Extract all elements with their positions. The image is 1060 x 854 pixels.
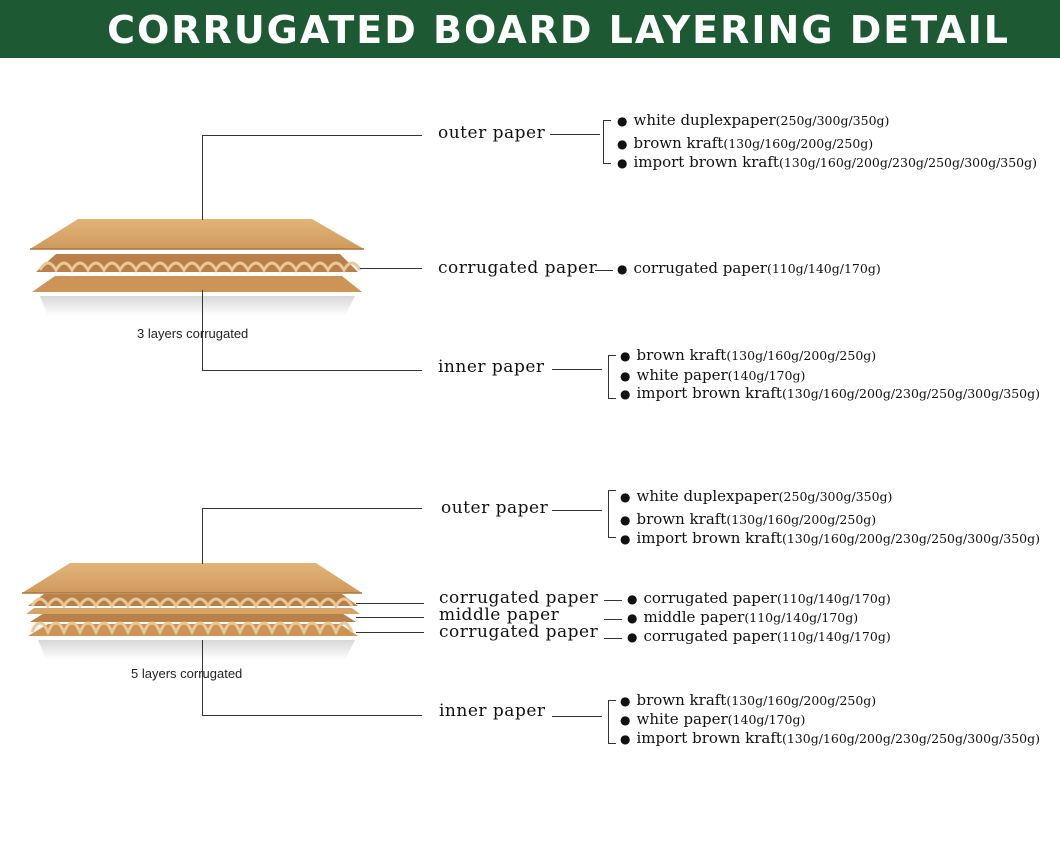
option-item: ●brown kraft(130g/160g/200g/250g) — [620, 691, 877, 709]
connector — [552, 716, 602, 717]
layer-label: middle paper — [439, 605, 560, 625]
bullet-icon: ● — [620, 369, 631, 383]
bullet-icon: ● — [620, 387, 631, 401]
connector — [604, 638, 622, 639]
flute-band-lower — [30, 612, 356, 622]
bullet-icon: ● — [620, 490, 631, 504]
option-item: ●corrugated paper(110g/140g/170g) — [627, 627, 891, 645]
layer-label: inner paper — [439, 701, 546, 721]
connector — [604, 600, 622, 601]
leader-line — [356, 603, 424, 604]
flute-wave-upper — [30, 597, 354, 610]
bullet-icon: ● — [617, 262, 628, 276]
option-item: ●import brown kraft(130g/160g/200g/230g/… — [620, 384, 1041, 402]
leader-line — [356, 632, 424, 633]
board-caption: 3 layers corrugated — [137, 326, 249, 341]
connector — [552, 510, 602, 511]
option-item: ●white paper(140g/170g) — [620, 366, 806, 384]
bullet-icon: ● — [620, 713, 631, 727]
leader-line — [202, 370, 422, 371]
board-5-layers — [22, 563, 362, 660]
bullet-icon: ● — [617, 114, 628, 128]
flute-band — [36, 254, 358, 272]
layer-label: outer paper — [438, 123, 546, 143]
leader-line — [202, 508, 422, 509]
leader-line — [202, 135, 422, 136]
bracket — [603, 120, 611, 121]
bracket — [608, 700, 616, 701]
bracket — [608, 743, 616, 744]
connector — [550, 134, 600, 135]
leader-line — [202, 715, 422, 716]
option-item: ●white duplexpaper(250g/300g/350g) — [617, 111, 890, 129]
connector — [595, 270, 613, 271]
option-item: ●white paper(140g/170g) — [620, 710, 806, 728]
bullet-icon: ● — [627, 592, 638, 606]
leader-line — [202, 290, 203, 371]
option-item: ●middle paper(110g/140g/170g) — [627, 608, 859, 626]
inner-liner — [32, 276, 362, 292]
option-item: ●import brown kraft(130g/160g/200g/230g/… — [617, 153, 1038, 171]
bullet-icon: ● — [620, 349, 631, 363]
leader-line — [202, 640, 203, 716]
option-item: ●import brown kraft(130g/160g/200g/230g/… — [620, 729, 1041, 747]
flute-wave-lower — [30, 621, 354, 636]
bullet-icon: ● — [617, 137, 628, 151]
connector — [604, 619, 622, 620]
flute-wave — [38, 261, 362, 274]
layer-label: corrugated paper — [438, 258, 598, 278]
connector — [552, 369, 602, 370]
layer-label: corrugated paper — [439, 588, 599, 608]
header-banner: CORRUGATED BOARD LAYERING DETAIL — [0, 0, 1060, 58]
bullet-icon: ● — [617, 156, 628, 170]
option-item: ●corrugated paper(110g/140g/170g) — [617, 259, 881, 277]
option-item: ●import brown kraft(130g/160g/200g/230g/… — [620, 529, 1041, 547]
board-3-layers — [30, 219, 364, 316]
bracket — [608, 490, 609, 538]
outer-liner — [30, 219, 364, 249]
bracket — [608, 537, 616, 538]
page-title: CORRUGATED BOARD LAYERING DETAIL — [107, 8, 1010, 52]
layer-label: corrugated paper — [439, 622, 599, 642]
layer-label: inner paper — [438, 357, 545, 377]
option-item: ●brown kraft(130g/160g/200g/250g) — [620, 510, 877, 528]
bullet-icon: ● — [620, 732, 631, 746]
board-caption: 5 layers corrugated — [131, 666, 243, 681]
option-item: ●white duplexpaper(250g/300g/350g) — [620, 487, 893, 505]
option-item: ●brown kraft(130g/160g/200g/250g) — [620, 346, 877, 364]
middle-liner — [26, 608, 360, 614]
leader-line — [202, 135, 203, 220]
leader-line — [360, 268, 422, 269]
bracket — [603, 120, 604, 164]
bullet-icon: ● — [627, 611, 638, 625]
board-shadow — [40, 296, 355, 316]
bracket — [603, 163, 611, 164]
bullet-icon: ● — [620, 532, 631, 546]
bracket — [608, 398, 616, 399]
bracket — [608, 355, 616, 356]
bullet-icon: ● — [620, 694, 631, 708]
option-item: ●brown kraft(130g/160g/200g/250g) — [617, 134, 874, 152]
bracket — [608, 490, 616, 491]
bullet-icon: ● — [627, 630, 638, 644]
leader-line — [202, 508, 203, 564]
bullet-icon: ● — [620, 513, 631, 527]
leader-line — [356, 617, 424, 618]
bracket — [608, 355, 609, 399]
bracket — [608, 700, 609, 744]
option-item: ●corrugated paper(110g/140g/170g) — [627, 589, 891, 607]
board-shadow — [38, 640, 355, 660]
outer-liner — [22, 563, 362, 593]
layer-label: outer paper — [441, 498, 549, 518]
